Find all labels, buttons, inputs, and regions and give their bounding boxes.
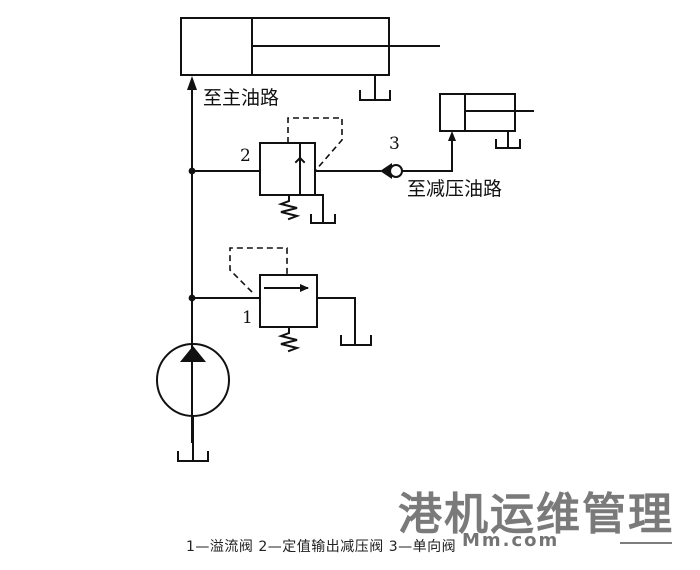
reducing-valve-pilot-line [287, 117, 343, 172]
main-pressure-line [187, 76, 197, 443]
label-reducing-circuit: 至减压油路 [407, 178, 502, 200]
relief-valve-body [259, 274, 318, 328]
relief-valve-tank-icon [340, 335, 372, 346]
relief-valve-spring-icon [277, 326, 301, 353]
figure-caption: 1—溢流阀 2—定值输出减压阀 3—单向阀 [186, 539, 457, 555]
watermark-name: 港机运维管理 [398, 489, 674, 540]
relief-valve [191, 247, 372, 353]
secondary-cylinder [439, 93, 534, 149]
label-number-reducing-valve: 2 [240, 146, 251, 166]
label-main-circuit: 至主油路 [203, 87, 279, 109]
main-cylinder [180, 17, 440, 101]
check-valve [380, 131, 456, 179]
hydraulic-pump [156, 343, 230, 462]
reducing-valve-arrow-tip-right [298, 156, 306, 164]
label-number-check-valve: 3 [389, 134, 400, 154]
pump-tank-icon [177, 451, 209, 462]
main-cylinder-tank-icon [359, 90, 391, 101]
reducing-valve [191, 117, 381, 224]
check-valve-seat-icon [380, 163, 392, 179]
watermark-rule [620, 542, 672, 544]
watermark-url: Mm.com [462, 530, 560, 551]
secondary-flow-arrow-up-icon [448, 131, 456, 141]
reducing-valve-tank-icon [310, 214, 336, 224]
secondary-cylinder-tank-icon [495, 139, 521, 149]
label-number-relief-valve: 1 [242, 308, 253, 328]
check-valve-ball-icon [389, 164, 403, 178]
pump-direction-triangle-icon [180, 346, 206, 362]
relief-valve-pilot-line [229, 247, 288, 293]
secondary-cylinder-body [439, 93, 516, 132]
flow-arrow-up-icon [187, 76, 197, 90]
reducing-valve-spring-icon [277, 194, 301, 221]
reducing-valve-body [259, 142, 316, 196]
relief-valve-arrow-head-icon [300, 284, 309, 292]
